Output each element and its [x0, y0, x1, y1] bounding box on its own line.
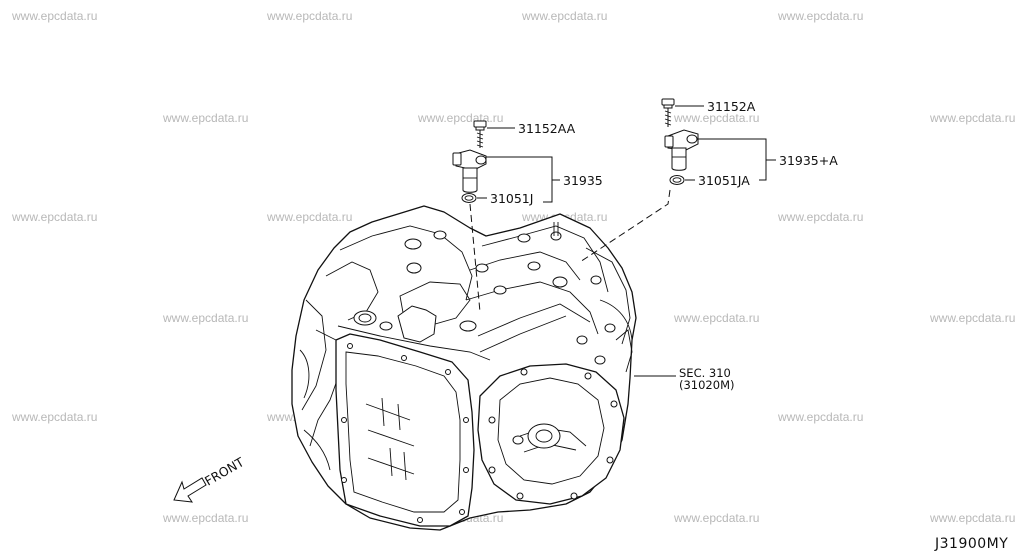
watermark: www.epcdata.ru: [11, 210, 97, 224]
watermark: www.epcdata.ru: [777, 9, 863, 23]
watermark: www.epcdata.ru: [162, 511, 248, 525]
watermark: www.epcdata.ru: [777, 210, 863, 224]
watermark: www.epcdata.ru: [929, 511, 1015, 525]
watermark: www.epcdata.ru: [162, 311, 248, 325]
part-number-31152A: 31152A: [707, 99, 756, 114]
watermark: www.epcdata.ru: [929, 111, 1015, 125]
watermark: www.epcdata.ru: [11, 9, 97, 23]
front-direction-indicator: FRONT: [173, 454, 247, 503]
part-number-31051J: 31051J: [490, 191, 533, 206]
left-sensor-group: 31152AA 31935 31051J: [452, 120, 603, 313]
section-reference-line1: SEC. 310: [679, 366, 731, 380]
o-ring-icon: [461, 193, 477, 203]
section-reference-line2: (31020M): [679, 378, 734, 392]
part-number-31152AA: 31152AA: [518, 121, 576, 136]
diagram-code: J31900MY: [934, 536, 1008, 552]
speed-sensor-icon: [664, 129, 699, 171]
watermark: www.epcdata.ru: [11, 410, 97, 424]
arrow-icon: [173, 477, 207, 503]
part-number-31935: 31935: [563, 173, 603, 188]
watermark: www.epcdata.ru: [929, 311, 1015, 325]
bolt-icon: [661, 98, 675, 127]
watermark: www.epcdata.ru: [521, 9, 607, 23]
bolt-icon: [473, 120, 487, 148]
watermark: www.epcdata.ru: [673, 511, 759, 525]
watermark: www.epcdata.ru: [673, 311, 759, 325]
oil-pan: [335, 333, 475, 527]
o-ring-icon: [669, 175, 685, 185]
speed-sensor-icon: [452, 149, 487, 193]
part-number-31051JA: 31051JA: [698, 173, 750, 188]
watermark: www.epcdata.ru: [417, 111, 503, 125]
watermark: www.epcdata.ru: [266, 9, 352, 23]
watermark: www.epcdata.ru: [162, 111, 248, 125]
watermark: www.epcdata.ru: [266, 210, 352, 224]
right-sensor-group: 31152A 31935+A 31051JA: [579, 98, 838, 263]
watermark: www.epcdata.ru: [777, 410, 863, 424]
watermark: www.epcdata.ru: [673, 111, 759, 125]
front-label: FRONT: [202, 454, 247, 489]
part-number-31935A: 31935+A: [779, 153, 838, 168]
transmission-assembly: [291, 205, 637, 531]
